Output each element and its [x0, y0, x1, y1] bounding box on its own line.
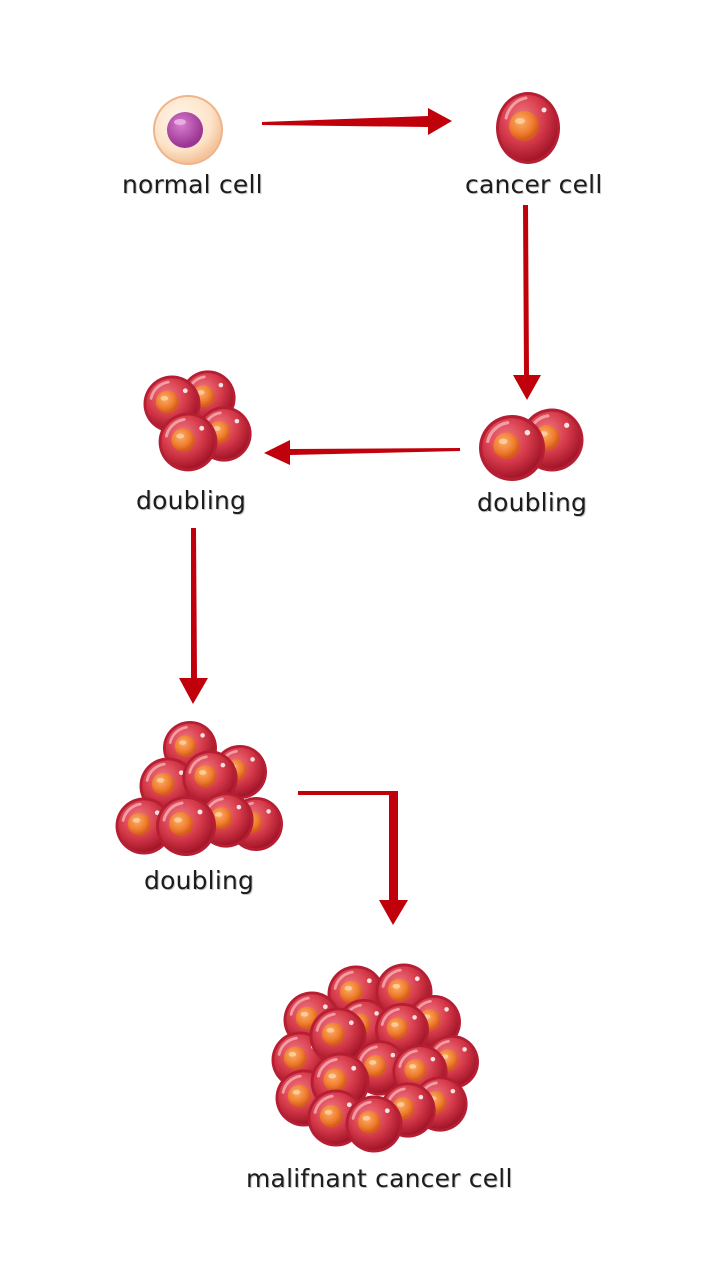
normal-cell-label: normal cell [122, 170, 263, 199]
doubling-cluster-8 [114, 719, 285, 858]
cancer-cell-label: cancer cell [465, 170, 603, 199]
doubling-cluster-4 [142, 369, 253, 473]
malignant-cancer-cell-label: malifnant cancer cell [246, 1164, 513, 1193]
arrow-doubling-down [179, 528, 208, 704]
arrow-cancer-to-doubling [513, 205, 541, 400]
doubling-cluster-2 [477, 406, 586, 483]
normal-cell-icon [153, 95, 223, 165]
cancer-cell-icon [496, 92, 560, 164]
doubling-label-1: doubling [477, 488, 588, 517]
arrow-normal-to-cancer [262, 108, 452, 135]
malignant-cluster [270, 962, 481, 1154]
arrow-elbow-to-malignant [298, 791, 408, 925]
arrow-doubling-to-doubling [264, 440, 460, 465]
doubling-label-3: doubling [144, 866, 255, 895]
doubling-label-2: doubling [136, 486, 247, 515]
